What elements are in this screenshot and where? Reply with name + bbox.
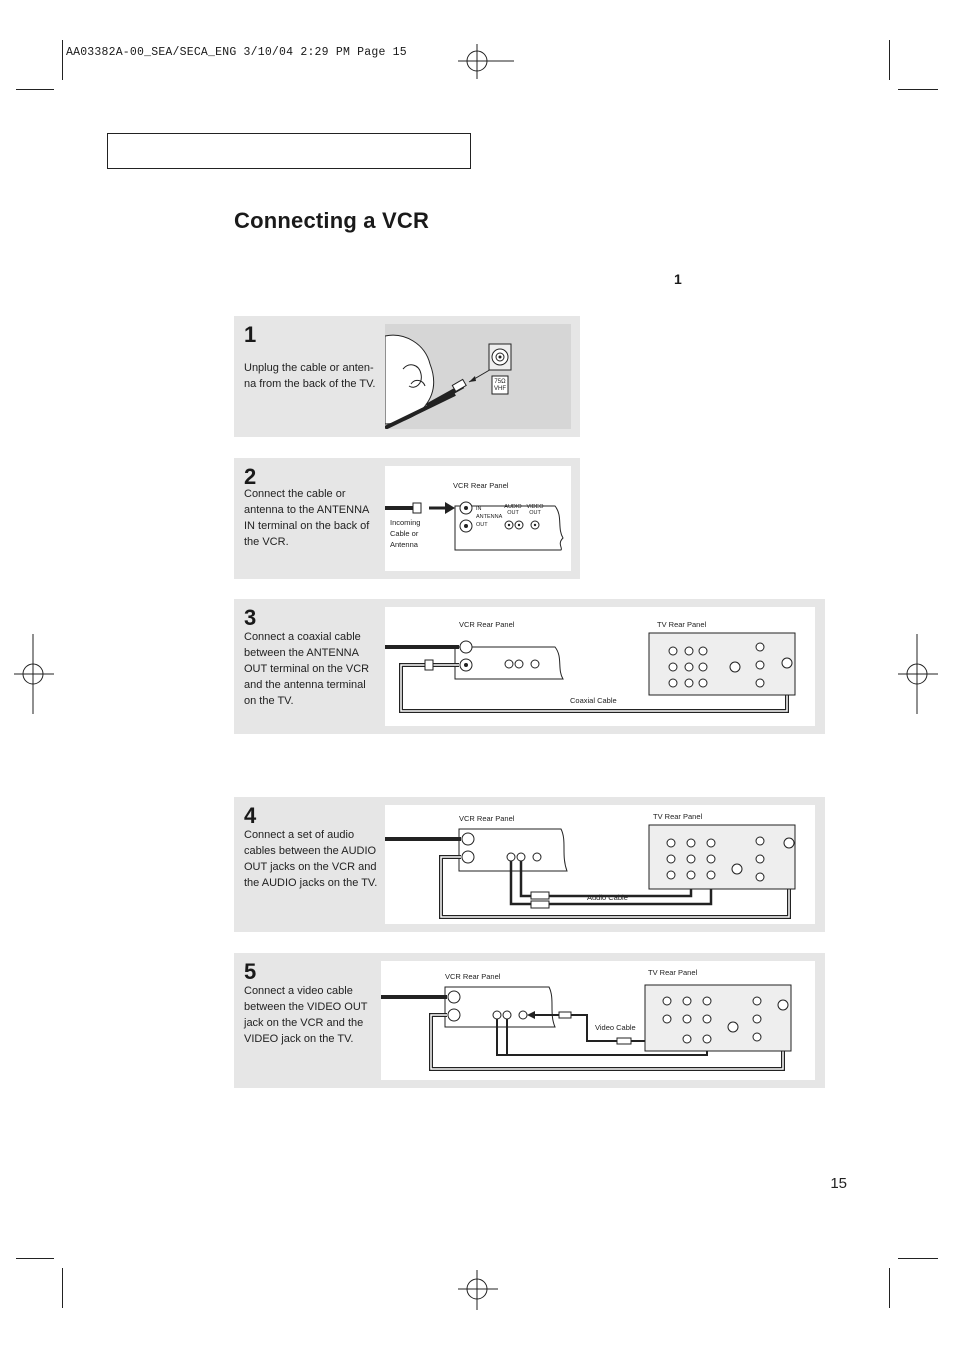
step-4-illustration: VCR Rear Panel TV Rear Panel Audio Cable xyxy=(385,805,815,924)
page-number: 15 xyxy=(830,1175,847,1192)
cable-label: Video Cable xyxy=(595,1023,636,1032)
print-slug: AA03382A-00_SEA/SECA_ENG 3/10/04 2:29 PM… xyxy=(66,46,407,59)
step-description: Connect a set of audio cables between th… xyxy=(244,829,378,889)
cable-label: Incoming Cable or Antenna xyxy=(390,518,421,549)
vcr-antenna-label: ANTENNA xyxy=(476,514,503,520)
vcr-audio-out-label: AUDIO OUT xyxy=(504,504,522,516)
registration-mark-right xyxy=(898,634,938,714)
step-1-illustration: 75Ω VHF xyxy=(385,324,571,429)
tv-panel-label: TV Rear Panel xyxy=(653,812,703,821)
vcr-panel-label: VCR Rear Panel xyxy=(459,620,515,629)
step-number: 4 xyxy=(244,803,257,828)
tv-panel-label: TV Rear Panel xyxy=(648,968,698,977)
section-header-box xyxy=(107,133,471,169)
cable-label: Coaxial Cable xyxy=(570,696,617,705)
step-3: 3 Connect a coaxial cable between the AN… xyxy=(234,599,825,734)
step-description: Connect a coaxial cable between the ANTE… xyxy=(244,631,370,707)
hand-unplugging-illustration xyxy=(385,334,512,429)
video-connection-diagram xyxy=(381,984,792,1071)
vcr-antenna-in-diagram xyxy=(385,501,564,551)
vcr-out-label: OUT xyxy=(476,522,488,528)
coaxial-connection-diagram xyxy=(385,632,796,713)
step-number: 3 xyxy=(244,605,257,630)
step-description: Connect the cable or antenna to the ANTE… xyxy=(244,488,370,548)
vcr-panel-label: VCR Rear Panel xyxy=(453,481,509,490)
step-number: 5 xyxy=(244,959,257,984)
step-4: 4 Connect a set of audio cables between … xyxy=(234,797,825,932)
audio-connection-diagram xyxy=(385,824,796,919)
vcr-panel-label: VCR Rear Panel xyxy=(445,972,501,981)
step-2: 2 Connect the cable or antenna to the AN… xyxy=(234,458,580,579)
jack-label-75-ohm: 75Ω VHF xyxy=(494,379,506,392)
page-title: Connecting a VCR xyxy=(234,208,430,233)
step-number: 2 xyxy=(244,464,257,489)
registration-mark-bottom xyxy=(458,1270,498,1310)
vcr-panel-label: VCR Rear Panel xyxy=(459,814,515,823)
step-3-illustration: VCR Rear Panel TV Rear Panel Coaxial Cab… xyxy=(385,607,815,726)
step-reference-number: 1 xyxy=(674,271,682,287)
step-number: 1 xyxy=(244,322,257,347)
step-description: Connect a video cable between the VIDEO … xyxy=(244,985,368,1045)
registration-mark-left xyxy=(14,634,54,714)
step-2-illustration: VCR Rear Panel Incoming Cable or Antenna… xyxy=(385,466,571,571)
cable-label: Audio Cable xyxy=(587,893,628,902)
vcr-in-label: IN xyxy=(476,506,482,512)
step-5: 5 Connect a video cable between the VIDE… xyxy=(234,953,825,1088)
step-5-illustration: VCR Rear Panel TV Rear Panel Video Cable xyxy=(381,961,815,1080)
tv-panel-label: TV Rear Panel xyxy=(657,620,707,629)
step-1: 1 Unplug the cable or anten- na from the… xyxy=(234,316,580,437)
registration-mark-top xyxy=(458,44,514,79)
vcr-video-out-label: VIDEO OUT xyxy=(526,504,544,516)
step-description: Unplug the cable or anten- na from the b… xyxy=(244,362,376,390)
